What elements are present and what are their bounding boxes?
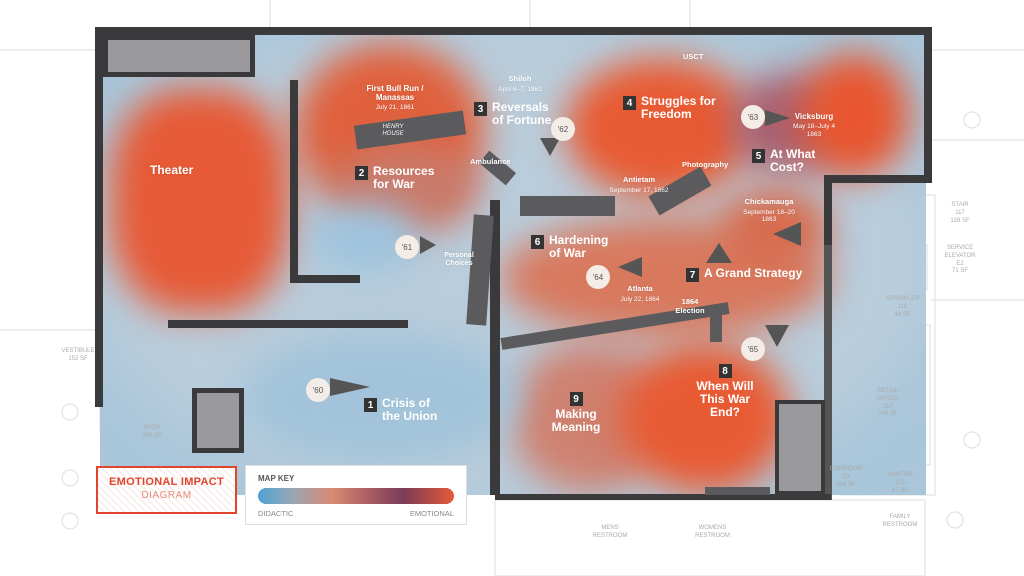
wall [290,80,298,280]
wall [824,245,832,500]
place-theater: Theater [150,163,194,177]
wall [290,275,360,283]
gradient-bar [258,488,454,504]
pointer-icon [773,222,801,246]
place-ambulance: Ambulance [470,157,511,166]
wall [824,175,932,183]
map-key: MAP KEY DIDACTIC EMOTIONAL [245,465,467,525]
place-personal-choices: Personal Choices [444,252,474,268]
column-room [192,388,244,453]
wall [490,200,500,495]
outer-wall-top [95,27,932,35]
place-1864-election: 1864 Election [675,297,705,315]
exhibit-wall [520,196,615,216]
plan-label-womens-restroom: WOMENS RESTROOM [695,525,730,539]
exhibit-bench [705,487,770,495]
storage-room [103,35,255,77]
wall [168,320,408,328]
plan-label-mens-restroom: MENS RESTROOM [592,525,628,539]
year-marker-1865: '65 [741,337,765,361]
map-key-title: MAP KEY [258,474,295,483]
outer-wall-left [95,27,103,407]
year-marker-1864: '64 [586,265,610,289]
year-marker-1860: '60 [306,378,330,402]
wall [824,175,832,250]
key-label-didactic: DIDACTIC [258,509,294,518]
diagram-title: EMOTIONAL IMPACT DIAGRAM [96,466,237,514]
place-usct: USCT [683,52,704,61]
outer-wall-right [924,27,932,182]
pointer-icon [420,236,436,254]
year-marker-1863: '63 [741,105,765,129]
pointer-icon [765,325,789,347]
room [775,400,825,495]
year-marker-1861: '61 [395,235,419,259]
pointer-icon [765,110,790,126]
exhibit-post [710,312,722,342]
pointer-icon [618,257,642,277]
pointer-icon [540,138,560,156]
outer-wall-bottom [495,494,831,500]
key-label-emotional: EMOTIONAL [409,509,454,518]
title-line-1: EMOTIONAL IMPACT [109,476,224,488]
year-marker-1862: '62 [551,117,575,141]
pointer-icon [706,243,732,263]
place-henry-house: HENRY HOUSE [382,124,404,137]
title-line-2: DIAGRAM [141,490,192,501]
pointer-icon [330,378,370,396]
plan-label-family-restroom: FAMILY RESTROOM [882,514,918,528]
place-photography: Photography [682,160,729,169]
